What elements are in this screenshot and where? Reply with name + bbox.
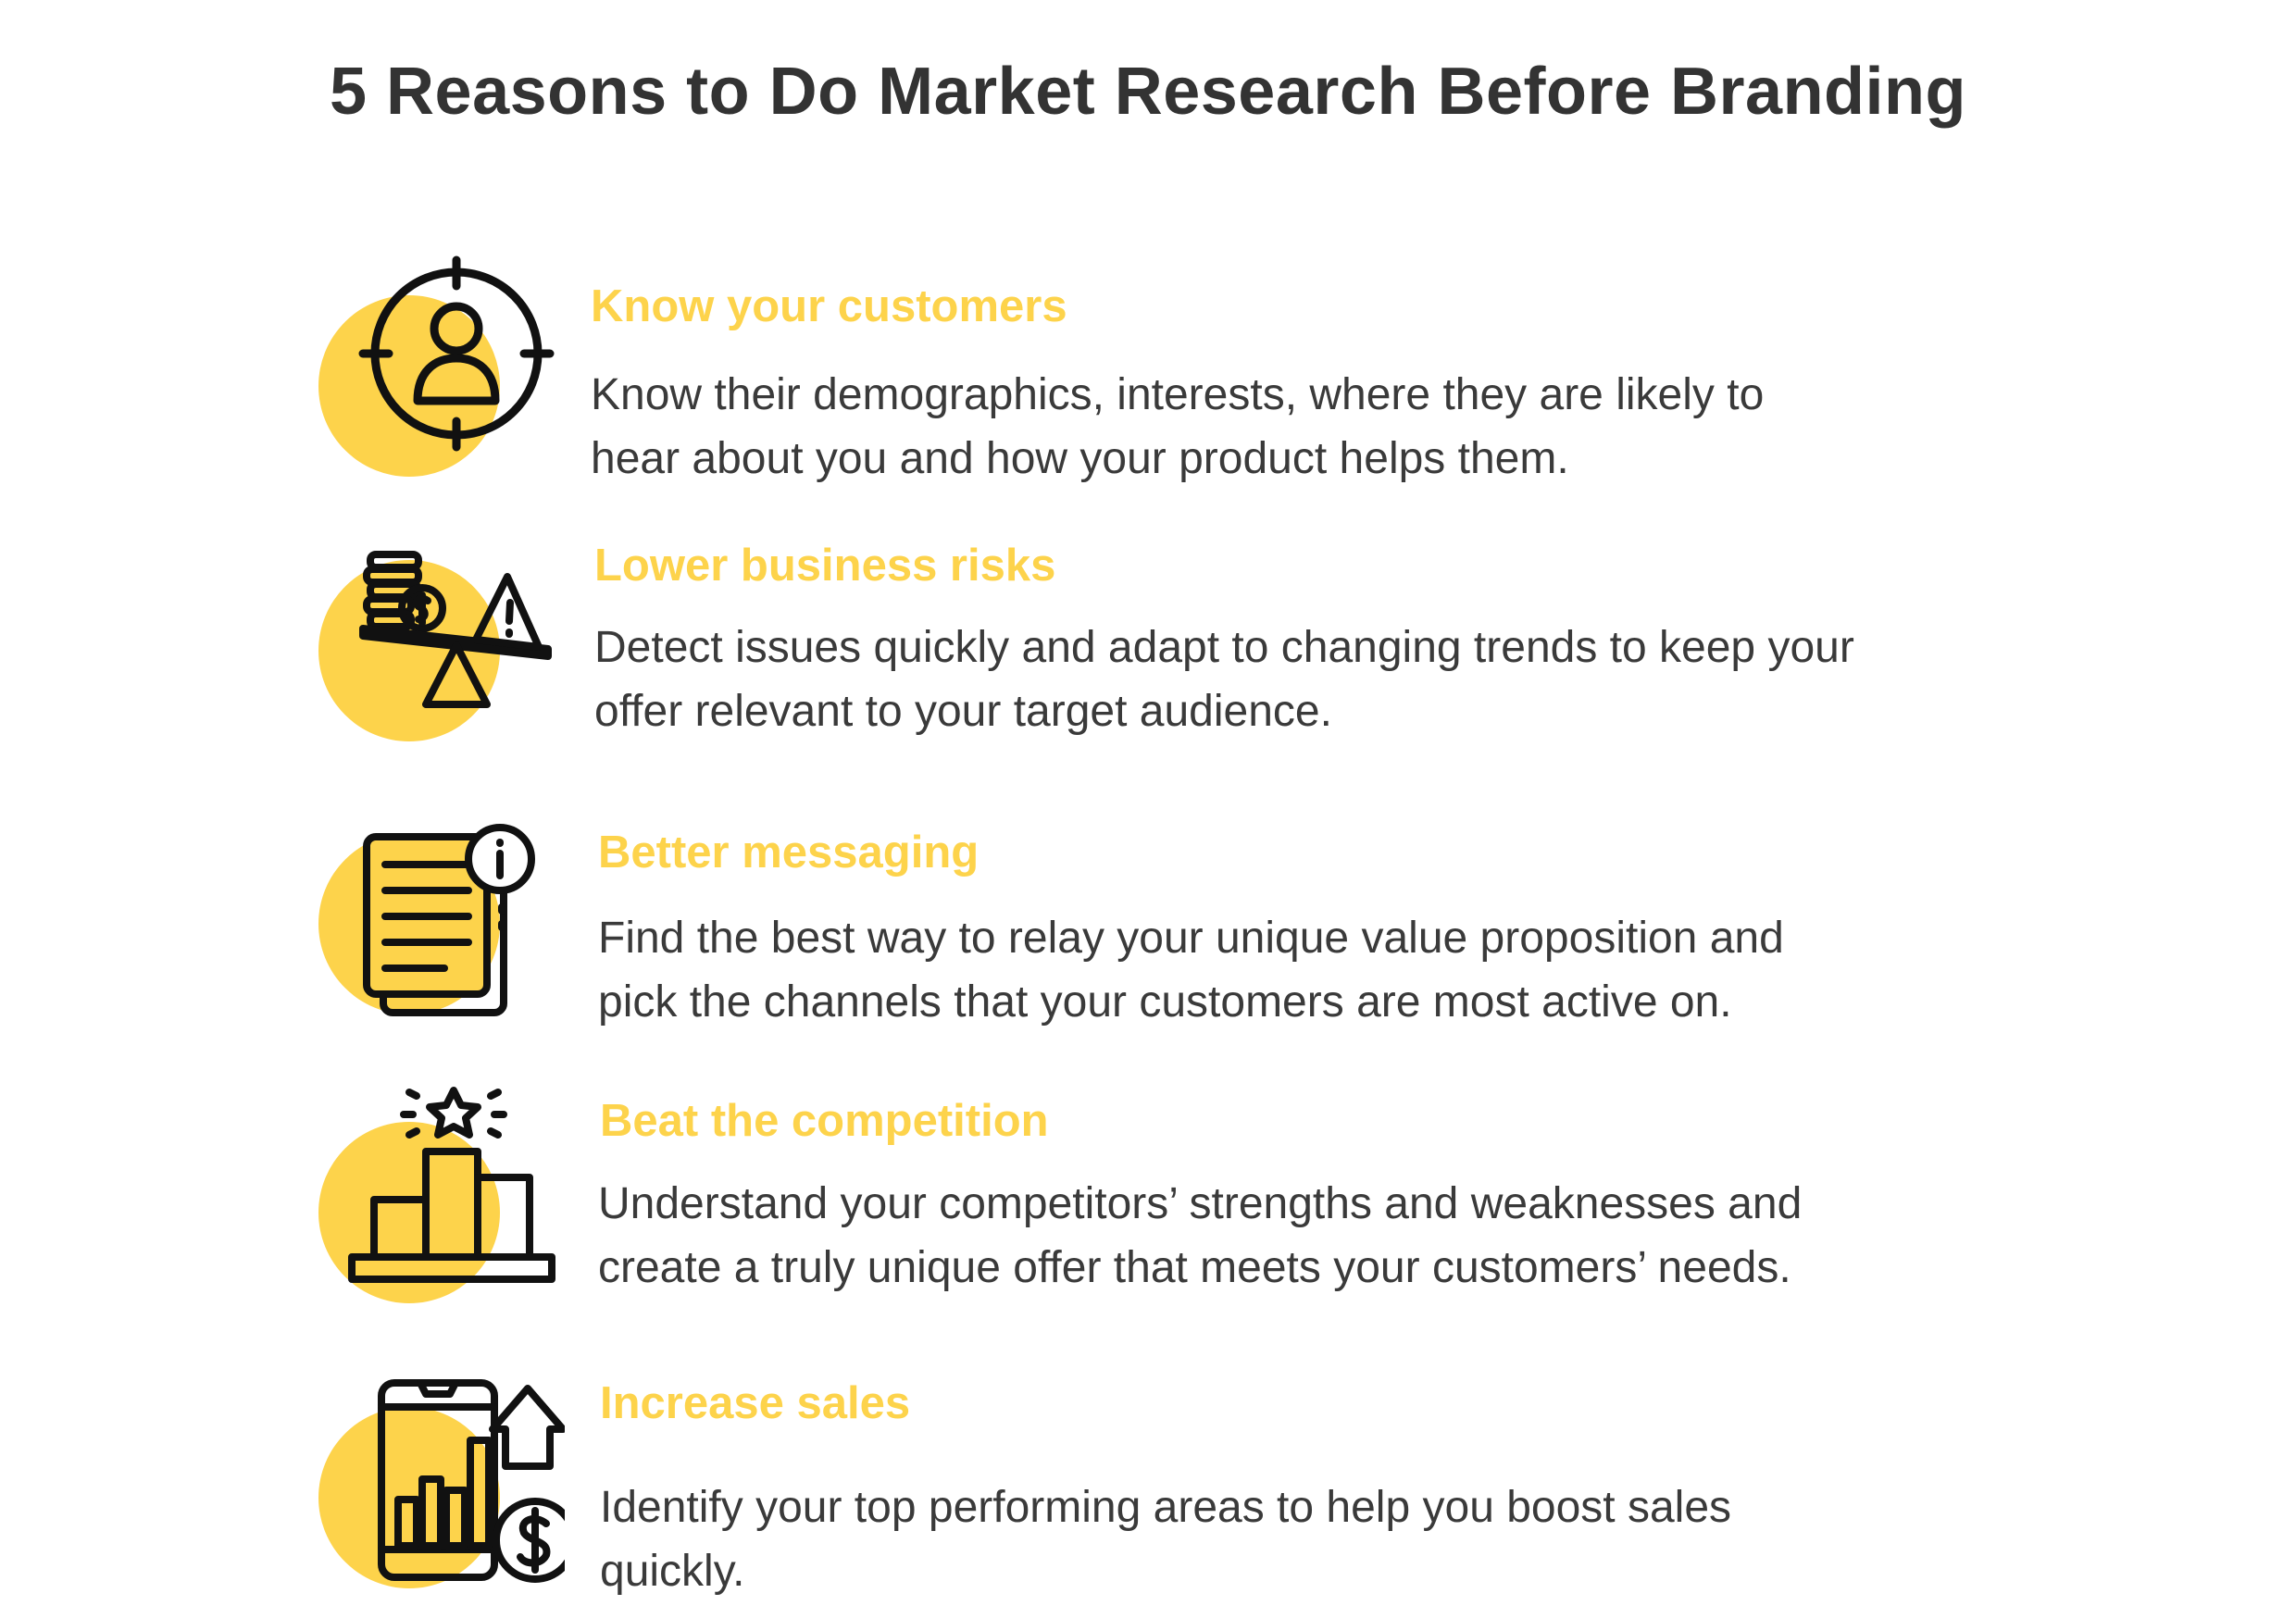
- page-title: 5 Reasons to Do Market Research Before B…: [330, 55, 1966, 129]
- reason-description-line: Identify your top performing areas to he…: [600, 1483, 1732, 1532]
- reason-heading: Increase sales: [600, 1378, 911, 1428]
- reason-description: Understand your competitors’ strengths a…: [598, 1172, 1802, 1300]
- reason-heading: Know your customers: [591, 281, 1067, 331]
- reason-description-line: hear about you and how your product help…: [591, 434, 1569, 483]
- reason-description: Find the best way to relay your unique v…: [598, 906, 1784, 1034]
- risk-balance-icon: [306, 541, 565, 782]
- reason-description-line: quickly.: [600, 1547, 745, 1596]
- reason-heading: Lower business risks: [594, 541, 1056, 591]
- reason-description-line: Find the best way to relay your unique v…: [598, 914, 1784, 963]
- reason-description-line: offer relevant to your target audience.: [594, 687, 1332, 736]
- reason-heading: Better messaging: [598, 828, 980, 877]
- reason-description: Know their demographics, interests, wher…: [591, 363, 1764, 491]
- customer-target-icon: [306, 255, 565, 495]
- reason-description-line: Know their demographics, interests, wher…: [591, 370, 1765, 419]
- reason-description-line: create a truly unique offer that meets y…: [598, 1243, 1791, 1292]
- reason-description: Detect issues quickly and adapt to chang…: [594, 616, 1854, 743]
- document-info-icon: [306, 815, 565, 1055]
- reason-description-line: Detect issues quickly and adapt to chang…: [594, 623, 1854, 672]
- reason-description-line: Understand your competitors’ strengths a…: [598, 1179, 1803, 1228]
- reason-description: Identify your top performing areas to he…: [600, 1475, 1731, 1603]
- reason-heading: Beat the competition: [600, 1096, 1049, 1146]
- reason-description-line: pick the channels that your customers ar…: [598, 977, 1732, 1027]
- phone-sales-growth-icon: [306, 1351, 565, 1592]
- podium-star-icon: [306, 1074, 565, 1314]
